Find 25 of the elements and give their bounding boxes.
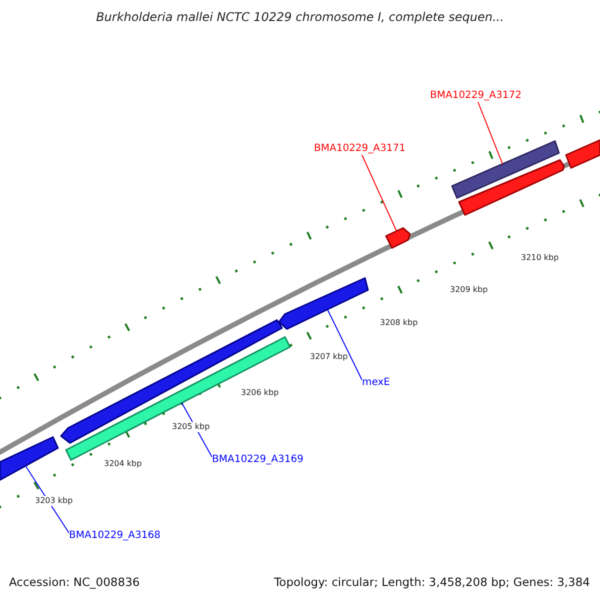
leader-line [362, 154, 397, 232]
gene-label: BMA10229_A3168 [69, 530, 160, 542]
footer-text: Accession: NC_008836 [9, 575, 140, 589]
scale-label: 3209 kbp [450, 285, 488, 295]
gene-feature [0, 436, 59, 481]
gene-feature [60, 319, 283, 444]
scale-label: 3210 kbp [521, 253, 559, 263]
gene-feature [385, 227, 411, 249]
gene-feature [278, 277, 369, 330]
scale-label: 3206 kbp [241, 388, 279, 398]
scale-label: 3204 kbp [104, 459, 142, 469]
gene-label: BMA10229_A3169 [212, 454, 304, 466]
chart-title: Burkholderia mallei NCTC 10229 chromosome I, complete sequen... [95, 10, 505, 24]
gene-label: BMA10229_A3172 [430, 90, 522, 102]
scale-label: 3203 kbp [35, 496, 73, 506]
leader-line [478, 102, 503, 164]
scale-label: 3207 kbp [310, 352, 348, 362]
gene-feature [458, 159, 565, 216]
gene-feature [451, 140, 560, 199]
scale-label: 3205 kbp [172, 422, 210, 432]
scale-label: 3208 kbp [380, 318, 418, 328]
leader-line [327, 309, 362, 380]
gene-feature [565, 139, 600, 169]
gene-label: BMA10229_A3171 [314, 143, 406, 155]
footer-text: Topology: circular; Length: 3,458,208 bp; Genes: 3,384 [274, 575, 590, 589]
